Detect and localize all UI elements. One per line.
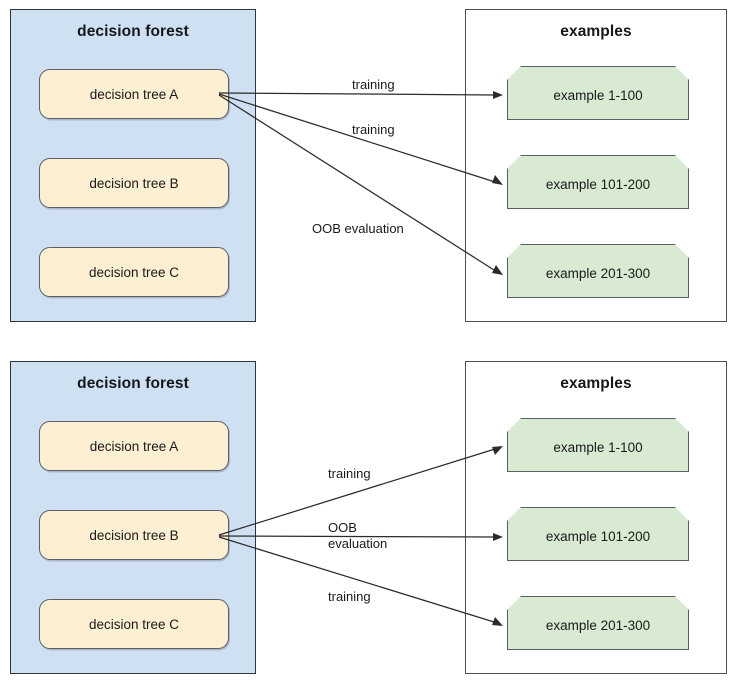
example-node-201-300-top[interactable]: example 201-300	[507, 244, 689, 298]
example-node-201-300-label-top: example 201-300	[545, 265, 651, 281]
tree-node-b-label-bottom: decision tree B	[89, 527, 179, 543]
example-node-shape	[507, 418, 689, 472]
example-node-shape	[507, 155, 689, 209]
tree-node-b-label-top: decision tree B	[89, 175, 179, 191]
edge-label-oob-top: OOB evaluation	[312, 221, 404, 236]
tree-node-a-label-top: decision tree A	[89, 86, 179, 102]
example-node-1-100-top[interactable]: example 1-100	[507, 66, 689, 120]
example-node-201-300-label-bottom: example 201-300	[545, 617, 651, 633]
example-node-1-100-label-top: example 1-100	[553, 87, 643, 103]
tree-node-a-label-bottom: decision tree A	[89, 438, 179, 454]
examples-panel-bottom: examples example 1-100 example 101-200 e…	[465, 361, 727, 674]
edge-label-training-1-bottom: training	[328, 466, 371, 481]
tree-node-c-bottom[interactable]: decision tree C	[39, 599, 229, 649]
example-node-101-200-bottom[interactable]: example 101-200	[507, 507, 689, 561]
decision-forest-title-bottom: decision forest	[77, 375, 189, 392]
tree-node-c-label-top: decision tree C	[88, 264, 180, 280]
tree-node-a-top[interactable]: decision tree A	[39, 69, 229, 119]
example-node-101-200-label-bottom: example 101-200	[545, 528, 651, 544]
decision-forest-panel-top: decision forest decision tree A decision…	[10, 9, 256, 322]
edge-label-training-2-bottom: training	[328, 589, 371, 604]
examples-title-bottom: examples	[560, 375, 632, 392]
example-node-shape	[507, 596, 689, 650]
examples-title-top: examples	[560, 23, 632, 40]
tree-node-c-label-bottom: decision tree C	[88, 616, 180, 632]
example-node-1-100-bottom[interactable]: example 1-100	[507, 418, 689, 472]
diagram-oob-tree-b: decision forest decision tree A decision…	[0, 361, 737, 674]
edge-label-training-1-top: training	[352, 77, 395, 92]
edge-line-training-2	[218, 93, 496, 183]
edge-label-training-2-top: training	[352, 122, 395, 137]
tree-node-b-top[interactable]: decision tree B	[39, 158, 229, 208]
edge-label-oob-bottom: OOB evaluation	[328, 520, 388, 551]
example-node-101-200-top[interactable]: example 101-200	[507, 155, 689, 209]
tree-node-c-top[interactable]: decision tree C	[39, 247, 229, 297]
example-node-shape	[507, 66, 689, 120]
edge-line-training-1	[218, 92, 496, 96]
example-node-201-300-bottom[interactable]: example 201-300	[507, 596, 689, 650]
example-node-shape	[507, 507, 689, 561]
example-node-101-200-label-top: example 101-200	[545, 176, 651, 192]
decision-forest-panel-bottom: decision forest decision tree A decision…	[10, 361, 256, 674]
tree-node-a-bottom[interactable]: decision tree A	[39, 421, 229, 471]
example-node-1-100-label-bottom: example 1-100	[553, 439, 643, 455]
example-node-shape	[507, 244, 689, 298]
decision-forest-title-top: decision forest	[77, 23, 189, 40]
diagram-oob-tree-a: decision forest decision tree A decision…	[0, 9, 737, 322]
examples-panel-top: examples example 1-100 example 101-200 e…	[465, 9, 727, 322]
tree-node-b-bottom[interactable]: decision tree B	[39, 510, 229, 560]
